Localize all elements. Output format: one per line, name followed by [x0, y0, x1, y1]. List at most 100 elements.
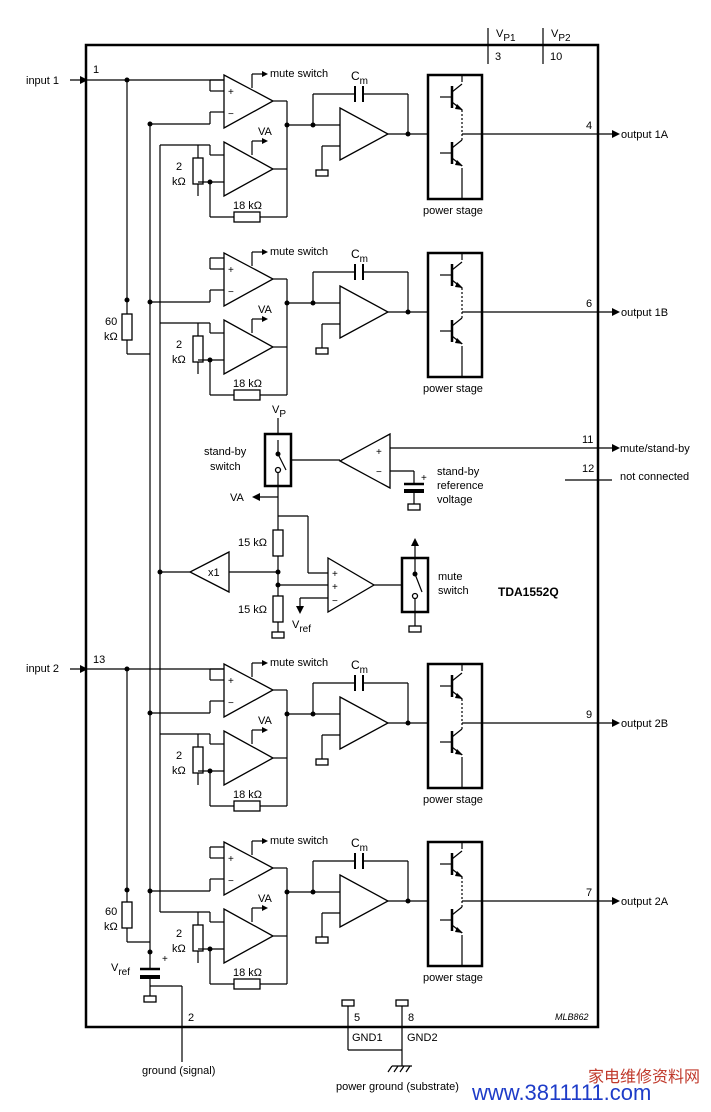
svg-text:+: + — [228, 87, 234, 98]
svg-text:+: + — [228, 854, 234, 865]
svg-text:+: + — [228, 676, 234, 687]
input1-label: input 1 — [26, 75, 59, 87]
resistor-60k-bottom — [121, 901, 133, 929]
r15-top-label: 15 kΩ — [238, 537, 267, 549]
svg-text:−: − — [332, 596, 338, 607]
svg-text:+: + — [421, 473, 427, 484]
input2-pin: 13 — [93, 654, 105, 666]
svg-text:18 kΩ: 18 kΩ — [233, 789, 262, 801]
pin8: 8 — [408, 1012, 414, 1024]
resistor-18k — [233, 800, 261, 812]
power-stage — [426, 251, 484, 379]
output-label: output 2B — [621, 718, 668, 730]
standby-va: VA — [230, 492, 245, 504]
standby-ref-3: voltage — [437, 494, 472, 506]
power-ground-label: power ground (substrate) — [336, 1081, 459, 1093]
mute-switch-label-1: mute — [438, 571, 462, 583]
svg-text:+: + — [228, 265, 234, 276]
driver-amp — [339, 106, 390, 162]
drawing-code: MLB862 — [555, 1012, 589, 1022]
preamp — [223, 251, 275, 308]
svg-text:kΩ: kΩ — [172, 176, 186, 188]
svg-text:kΩ: kΩ — [172, 943, 186, 955]
mute-switch-label-2: switch — [438, 585, 469, 597]
vp2-pin: 10 — [550, 51, 562, 63]
standby-comparator — [338, 432, 391, 490]
output-label: output 1B — [621, 307, 668, 319]
va-arrow-icon — [252, 493, 260, 501]
output-arrow-icon — [612, 130, 620, 138]
preamp — [223, 73, 275, 130]
feedback-amp — [223, 907, 275, 965]
pin12-label: not connected — [620, 471, 689, 483]
power-stage-label: power stage — [423, 794, 483, 806]
driver-amp — [339, 873, 390, 929]
resistor-15k-top — [272, 529, 284, 557]
power-stage — [426, 840, 484, 968]
vp1-pin: 3 — [495, 51, 501, 63]
resistor-15k-bottom — [272, 595, 284, 623]
standby-switch-label-2: switch — [210, 461, 241, 473]
output-pin: 6 — [586, 298, 592, 310]
standby-vp-label: VP — [272, 404, 286, 420]
cap-label: Cm — [351, 69, 368, 87]
mute-arrow-icon — [262, 660, 268, 666]
mute-arrow-icon — [262, 838, 268, 844]
standby-switch-label-1: stand-by — [204, 446, 247, 458]
watermark-url: www.3811111.com — [471, 1080, 651, 1105]
input2-label: input 2 — [26, 663, 59, 675]
mute-vref: Vref — [292, 619, 311, 635]
power-stage-label: power stage — [423, 205, 483, 217]
vref-label: Vref — [111, 962, 130, 978]
gnd1-label: GND1 — [352, 1032, 383, 1044]
resistor-60k-top — [121, 313, 133, 341]
resistor-18k — [233, 978, 261, 990]
svg-text:2: 2 — [176, 161, 182, 173]
vp2-label: VP2 — [551, 28, 571, 44]
power-stage-label: power stage — [423, 972, 483, 984]
standby-ref-1: stand-by — [437, 466, 480, 478]
mute-standby-arrow-icon — [612, 444, 620, 452]
pin11: 11 — [582, 434, 593, 446]
svg-text:+: + — [332, 569, 338, 580]
svg-text:2: 2 — [176, 750, 182, 762]
mute-arrow-icon — [262, 249, 268, 255]
svg-text:−: − — [228, 109, 234, 120]
cap-label: Cm — [351, 658, 368, 676]
output-pin: 7 — [586, 887, 592, 899]
svg-text:18 kΩ: 18 kΩ — [233, 967, 262, 979]
pin5: 5 — [354, 1012, 360, 1024]
ground-signal-pin: 2 — [188, 1012, 194, 1024]
r60-bottom-unit: kΩ — [104, 921, 118, 933]
ground-signal-label: ground (signal) — [142, 1065, 215, 1077]
svg-text:kΩ: kΩ — [172, 765, 186, 777]
driver-amp — [339, 284, 390, 340]
output-pin: 9 — [586, 709, 592, 721]
svg-text:−: − — [228, 876, 234, 887]
mute-switch-label: mute switch — [270, 835, 328, 847]
svg-text:18 kΩ: 18 kΩ — [233, 378, 262, 390]
va-label: VA — [258, 715, 273, 727]
resistor-2k — [192, 924, 204, 952]
comparator-minus: − — [376, 467, 382, 478]
va-label: VA — [258, 304, 273, 316]
resistor-2k — [192, 157, 204, 185]
svg-text:18 kΩ: 18 kΩ — [233, 200, 262, 212]
output-label: output 2A — [621, 896, 669, 908]
input2-arrow-icon — [80, 665, 88, 673]
resistor-18k — [233, 211, 261, 223]
output-arrow-icon — [612, 308, 620, 316]
driver-amp — [339, 695, 390, 751]
output-arrow-icon — [612, 719, 620, 727]
feedback-amp — [223, 729, 275, 787]
va-label: VA — [258, 893, 273, 905]
preamp — [223, 662, 275, 719]
resistor-2k — [192, 746, 204, 774]
preamp — [223, 840, 275, 897]
svg-text:2: 2 — [176, 928, 182, 940]
watermark-cn: 家电维修资料网 — [588, 1067, 700, 1086]
r60-top-unit: kΩ — [104, 331, 118, 343]
comparator-plus: + — [376, 447, 382, 458]
cap-label: Cm — [351, 836, 368, 854]
